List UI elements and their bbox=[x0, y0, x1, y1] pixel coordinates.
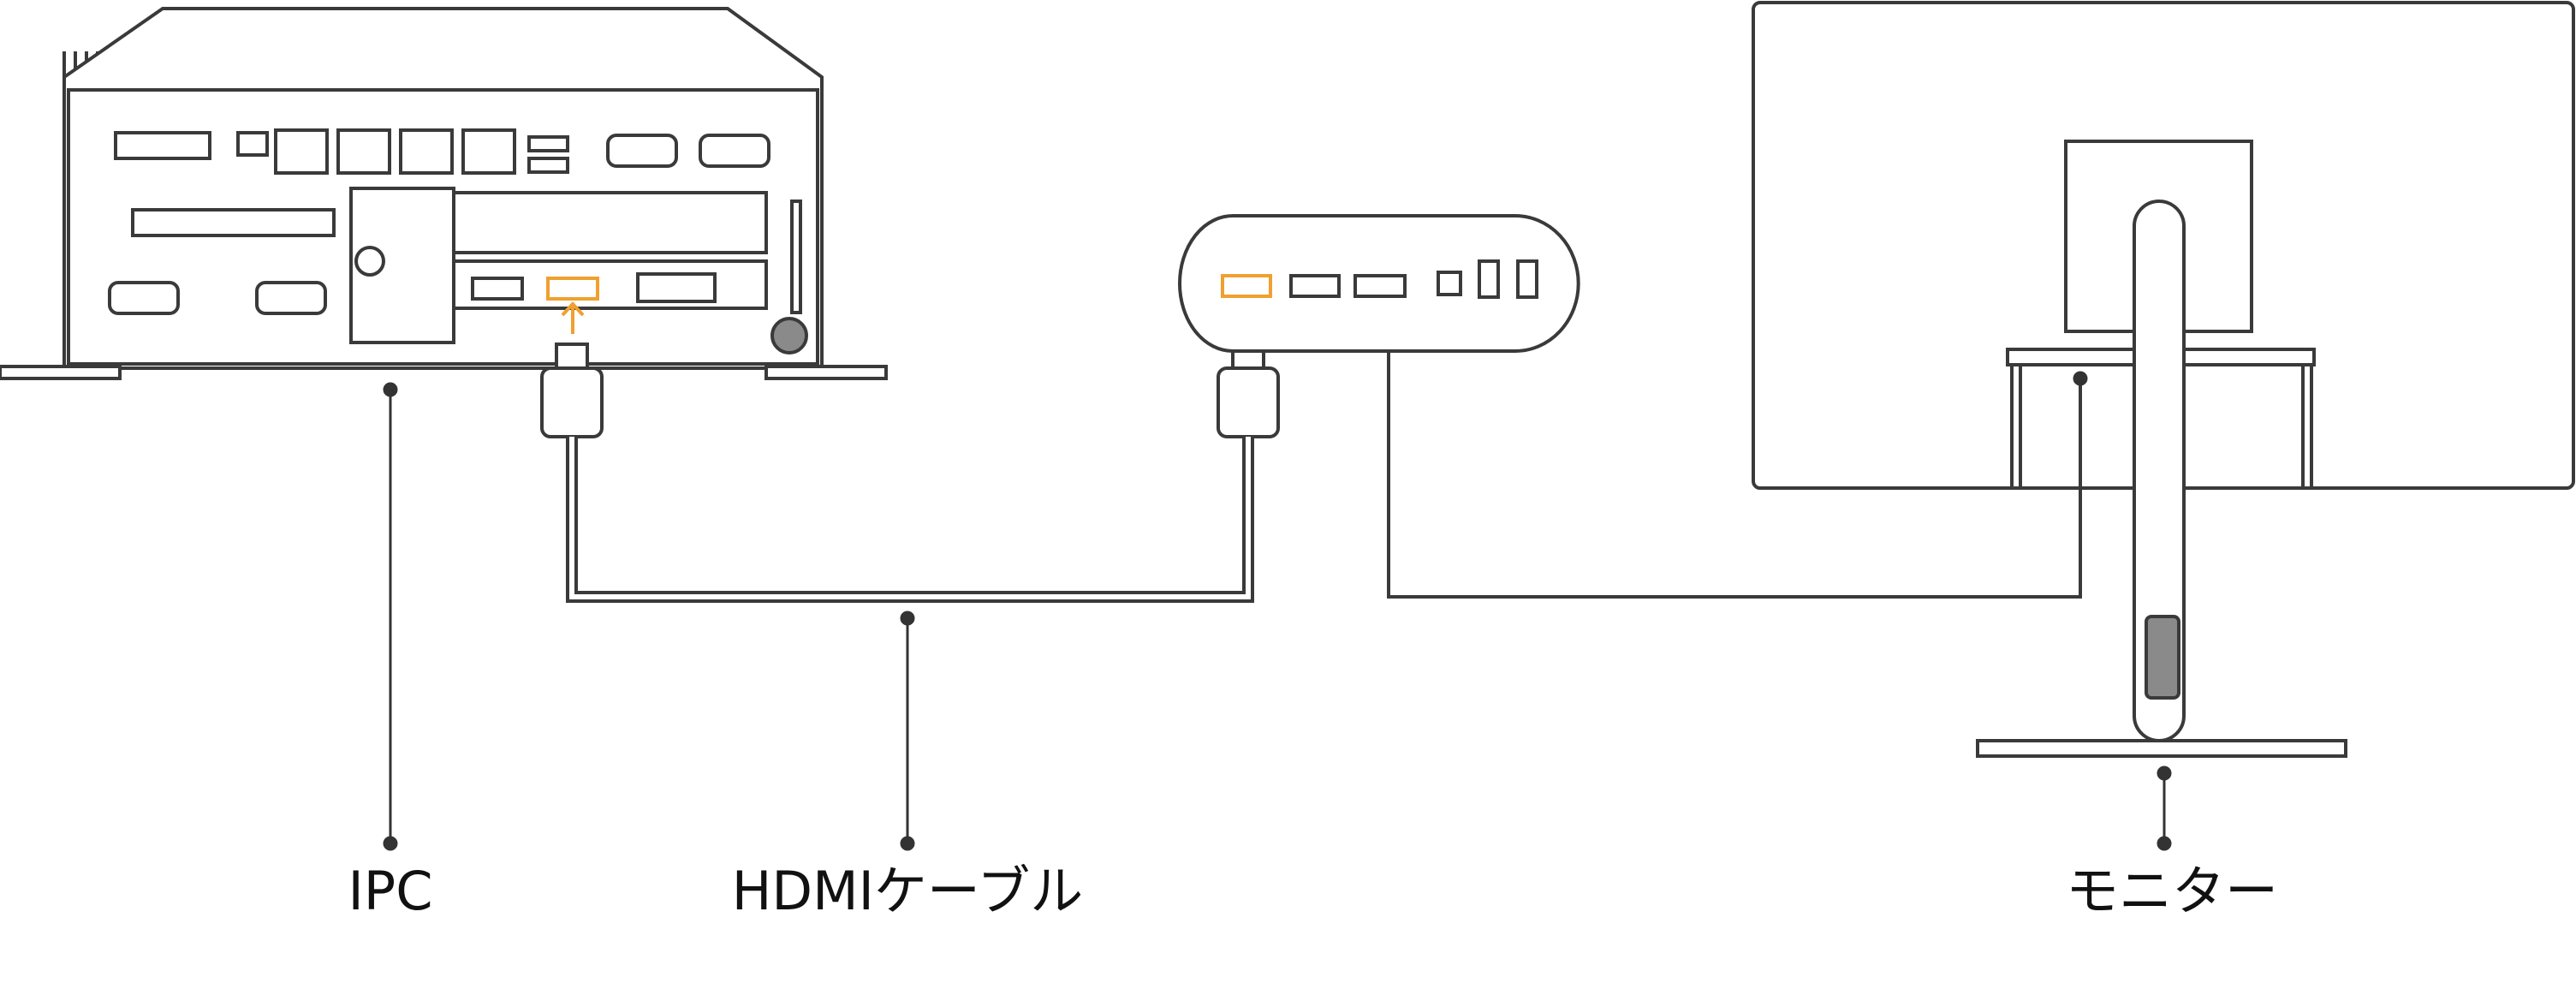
cable-wire bbox=[566, 437, 1254, 603]
monitor-hdmi-port-1 bbox=[1221, 274, 1272, 298]
ipc-leader-dot-bottom bbox=[383, 836, 398, 851]
side-strip bbox=[790, 200, 802, 314]
monitor-usb-b-port bbox=[1437, 271, 1462, 296]
serial-port-4 bbox=[255, 281, 327, 315]
lan-port-4 bbox=[461, 128, 516, 175]
panel-to-monitor-connector bbox=[1387, 353, 2082, 599]
ipc-displayport bbox=[471, 277, 524, 301]
ipc-arrow bbox=[561, 301, 585, 334]
lan-port-2 bbox=[336, 128, 391, 175]
terminal-block bbox=[131, 208, 336, 237]
ground-screw bbox=[770, 317, 808, 354]
usb-port-top-2 bbox=[527, 157, 569, 174]
monitor-bracket-legs bbox=[2010, 365, 2313, 486]
serial-port-1 bbox=[606, 134, 678, 168]
ipc-foot-right bbox=[764, 365, 888, 380]
expansion-knob bbox=[354, 246, 385, 277]
stand-cable-clip bbox=[2145, 615, 2180, 700]
ipc-cable-plug bbox=[540, 366, 604, 438]
monitor-leader-dot-bottom bbox=[2157, 836, 2172, 851]
monitor-hdmi-port-2 bbox=[1289, 274, 1341, 298]
ipc-label: IPC bbox=[348, 860, 433, 922]
serial-port-2 bbox=[699, 134, 770, 168]
hdmi-cable-label: HDMIケーブル bbox=[731, 860, 1084, 922]
monitor-stand-base bbox=[1976, 739, 2347, 758]
lan-port-3 bbox=[399, 128, 454, 175]
cable-wire-core bbox=[569, 437, 1251, 599]
usb-port-top-1 bbox=[527, 135, 569, 152]
serial-port-3 bbox=[108, 281, 180, 315]
hdmi-cable bbox=[540, 343, 1280, 603]
monitor-displayport bbox=[1353, 274, 1407, 298]
monitor-label: モニター bbox=[2065, 860, 2279, 922]
lan-port-1 bbox=[274, 128, 329, 175]
monitor-port-panel bbox=[1178, 214, 1580, 353]
power-terminal-port bbox=[114, 131, 211, 160]
ipc-foot-left bbox=[0, 365, 122, 380]
cable-leader-dot-top bbox=[900, 611, 915, 626]
bracket-dot bbox=[2073, 371, 2088, 386]
ipc-cable-plug-tip bbox=[555, 343, 589, 372]
ipc-hdmi-port bbox=[546, 277, 599, 301]
leader-lines bbox=[383, 371, 2172, 851]
ipc-dvi-port bbox=[636, 272, 717, 303]
monitor-cable-plug bbox=[1217, 366, 1280, 438]
monitor-device bbox=[1752, 1, 2575, 758]
monitor-leader-dot-top bbox=[2157, 766, 2172, 781]
ipc-leader-dot-top bbox=[383, 382, 398, 397]
ipc-device bbox=[0, 7, 888, 380]
monitor-usb-port-1 bbox=[1478, 259, 1500, 299]
monitor-usb-port-2 bbox=[1516, 259, 1538, 299]
switch-port bbox=[236, 131, 269, 157]
expansion-slot-top bbox=[452, 191, 768, 254]
cable-leader-dot-bottom bbox=[900, 836, 915, 851]
